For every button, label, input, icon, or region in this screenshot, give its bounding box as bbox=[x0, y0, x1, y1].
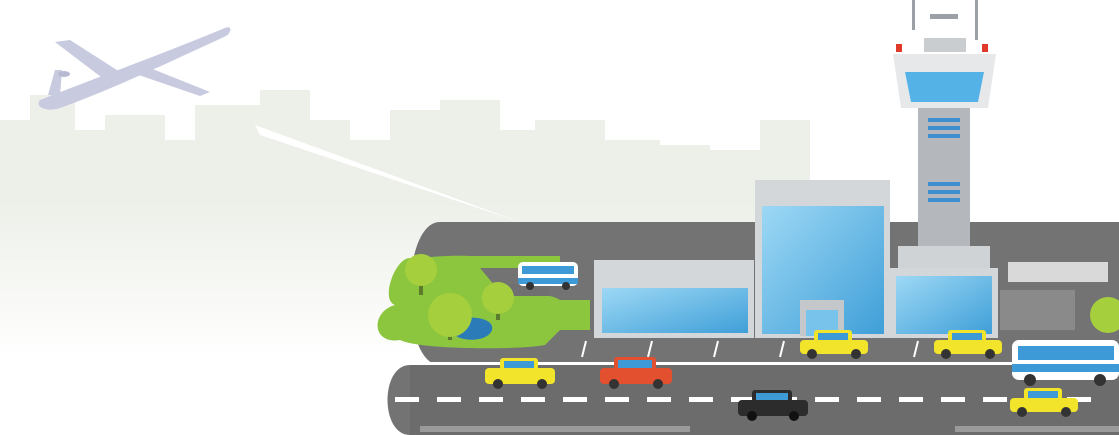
red-car bbox=[600, 357, 672, 389]
curb-pattern bbox=[420, 426, 1119, 432]
parking-marks bbox=[581, 340, 919, 358]
control-tower bbox=[893, 0, 996, 268]
trees bbox=[405, 254, 1119, 340]
bus-right bbox=[1012, 340, 1119, 386]
taxi-right bbox=[934, 330, 1002, 359]
taxi-bottom-right bbox=[1010, 388, 1078, 417]
taxi-mid bbox=[800, 330, 868, 359]
black-car bbox=[738, 390, 808, 421]
contrail bbox=[255, 125, 520, 222]
terminal-building bbox=[594, 180, 1108, 338]
airplane bbox=[38, 27, 231, 110]
taxi-left bbox=[485, 358, 555, 389]
bus-top bbox=[518, 262, 578, 290]
